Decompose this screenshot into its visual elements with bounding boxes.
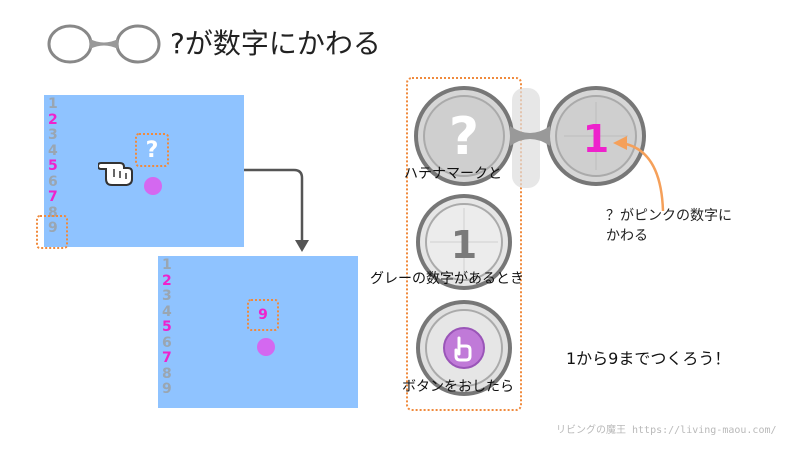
number-item: 9: [162, 381, 172, 397]
pointing-hand-icon: [98, 162, 133, 186]
number-item: 3: [162, 288, 172, 304]
number-item: 6: [48, 173, 58, 190]
number-column: 1 2 3 4 5 6 7 8 9: [162, 257, 172, 398]
button-sprite: [416, 300, 512, 396]
game-screen-after: 1 2 3 4 5 6 7 8 9 9: [158, 256, 358, 408]
number-item: 2: [162, 272, 172, 289]
goggles-icon: [47, 24, 161, 64]
cta-text: 1から9までつくろう！: [566, 349, 731, 368]
number-item: 4: [48, 142, 58, 159]
callout-text: ？がピンクの数字に かわる: [606, 206, 732, 246]
number-item: 2: [48, 111, 58, 128]
result-number-box: 9: [247, 299, 279, 331]
gray-digit: 1: [451, 223, 477, 267]
number-item: 1: [162, 257, 172, 273]
number-item: 7: [48, 189, 58, 205]
goggles-question-sprite: ? 1: [414, 86, 646, 188]
gray-number-sprite: 1: [416, 194, 512, 290]
pink-digit: 1: [583, 117, 609, 161]
number-item: 8: [48, 204, 58, 221]
question-mark-box: ?: [135, 133, 169, 167]
callout-line-1: ？がピンクの数字に: [606, 208, 732, 224]
callout-line-2: かわる: [606, 228, 648, 244]
action-button-dot[interactable]: [144, 177, 162, 195]
highlight-nine-box: [36, 215, 68, 249]
number-item: 1: [48, 96, 58, 112]
number-item: 5: [48, 158, 58, 174]
page-title: ?が数字にかわる: [170, 27, 381, 60]
number-item: 4: [162, 303, 172, 320]
number-item: 6: [162, 334, 172, 351]
result-number: 9: [258, 307, 268, 323]
number-item: 8: [162, 365, 172, 382]
label-gray-number: グレーの数字があるとき: [370, 271, 524, 287]
number-item: 5: [162, 319, 172, 335]
label-question: ハテナマークと: [404, 166, 502, 182]
number-item: 9: [48, 220, 58, 236]
action-button-dot[interactable]: [257, 338, 275, 356]
label-button: ボタンをおしたら: [402, 379, 514, 395]
credit-text: リビングの魔王 https://living-maou.com/: [556, 425, 777, 436]
svg-text:?: ?: [449, 107, 479, 167]
number-column: 1 2 3 4 5 6 7 8 9: [48, 96, 58, 237]
sprite-group-box: [406, 77, 522, 411]
question-mark: ?: [145, 137, 159, 163]
flow-arrow: [244, 168, 309, 252]
number-item: 3: [48, 127, 58, 143]
number-item: 7: [162, 350, 172, 366]
callout-arrow: [613, 136, 665, 212]
game-screen-before: 1 2 3 4 5 6 7 8 9 ?: [36, 95, 244, 249]
